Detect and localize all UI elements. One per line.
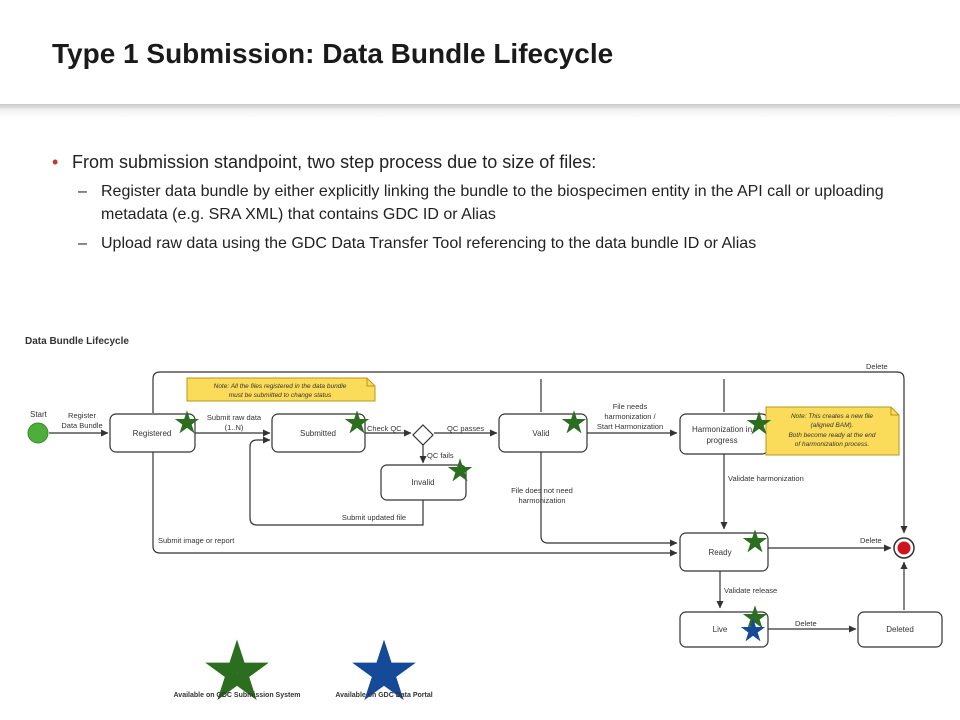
label-validate-release: Validate release [724, 586, 777, 595]
legend-submission-label: Available on GDC Submission System [174, 692, 301, 699]
transition-lines [49, 371, 908, 633]
note-1-line-1: Note: All the files registered in the da… [214, 383, 347, 390]
submit-updated-edge [249, 436, 424, 526]
subbullet-text: Register data bundle by either explicitl… [101, 183, 884, 223]
star-icon [746, 411, 772, 435]
label-file-needs-2: harmonization / [604, 412, 656, 421]
star-icon [352, 639, 416, 701]
note-2-line-1: Note: This creates a new file [791, 413, 873, 420]
label-register-1: Register [68, 411, 96, 420]
label-ready: Ready [708, 548, 731, 557]
subbullet-item: – Register data bundle by either explici… [78, 180, 922, 226]
state-submitted [271, 413, 366, 453]
note-2-line-4: of harmonization process. [795, 441, 870, 448]
star-icon [742, 529, 768, 553]
star-icon [205, 639, 269, 701]
state-boxes [109, 413, 943, 648]
label-qc-fails: QC fails [427, 451, 454, 460]
label-live: Live [713, 625, 728, 634]
diagram-title: Data Bundle Lifecycle [25, 336, 129, 347]
state-invalid [380, 464, 467, 501]
submit-image-edge [152, 452, 678, 557]
state-registered [109, 413, 196, 453]
star-icon [740, 618, 766, 642]
label-submitted: Submitted [300, 429, 336, 438]
label-submit-raw-1: Submit raw data [207, 413, 262, 422]
end-node-core [897, 541, 911, 555]
label-qc-passes: QC passes [447, 424, 484, 433]
label-invalid: Invalid [411, 478, 434, 487]
transition-labels: Register Data Bundle Submit raw data (1.… [61, 362, 887, 628]
bullet-marker: • [52, 152, 59, 172]
label-delete-ready: Delete [860, 536, 882, 545]
star-icon [344, 410, 370, 434]
state-labels: Registered Submitted Valid Harmonization… [133, 425, 914, 634]
label-no-harm-1: File does not need [511, 486, 573, 495]
label-file-needs-3: Start Harmonization [597, 422, 663, 431]
label-file-needs-1: File needs [613, 402, 648, 411]
subbullet-item: – Upload raw data using the GDC Data Tra… [78, 232, 922, 255]
state-harmonization [679, 413, 769, 455]
note-1-line-2: must be submitted to change status [229, 392, 332, 399]
label-validate-harmonization: Validate harmonization [728, 474, 804, 483]
label-registered: Registered [133, 429, 172, 438]
state-ready [679, 532, 769, 572]
submission-star-icons [174, 410, 772, 701]
state-valid [498, 413, 588, 453]
note-1: Note: All the files registered in the da… [186, 377, 376, 402]
start-node [27, 422, 49, 444]
label-delete-live: Delete [795, 619, 817, 628]
star-icon [174, 410, 200, 434]
label-valid: Valid [532, 429, 549, 438]
label-harmonization-1: Harmonization in [692, 425, 752, 434]
label-submit-image: Submit image or report [158, 536, 235, 545]
label-check-qc: Check QC [367, 424, 402, 433]
star-icon [447, 458, 473, 482]
legend-portal-label: Available on GDC Data Portal [335, 692, 432, 699]
bullet-list: • From submission standpoint, two step p… [52, 150, 922, 255]
note-2: Note: This creates a new file (aligned B… [765, 406, 900, 456]
state-deleted [857, 611, 943, 648]
label-submit-raw-2: (1..N) [225, 423, 244, 432]
dash-marker: – [78, 235, 87, 252]
bullet-item: • From submission standpoint, two step p… [52, 150, 922, 174]
portal-star-icons [352, 618, 766, 701]
note-2-line-3: Both become ready at the end [788, 432, 875, 439]
state-live [679, 611, 769, 648]
label-deleted: Deleted [886, 625, 914, 634]
slide-title: Type 1 Submission: Data Bundle Lifecycle [52, 38, 614, 69]
label-no-harm-2: harmonization [518, 496, 565, 505]
start-label: Start [30, 410, 48, 419]
title-divider [0, 104, 960, 118]
dash-marker: – [78, 183, 87, 200]
label-register-2: Data Bundle [61, 421, 102, 430]
qc-decision-node [412, 424, 434, 446]
bullet-text: From submission standpoint, two step pro… [72, 152, 597, 172]
star-icon [742, 605, 768, 629]
end-node [893, 537, 915, 559]
star-icon [561, 410, 587, 434]
label-harmonization-2: progress [706, 436, 737, 445]
delete-top-edge [152, 371, 908, 534]
subbullet-text: Upload raw data using the GDC Data Trans… [101, 235, 757, 252]
label-delete-top: Delete [866, 362, 888, 371]
note-2-line-2: (aligned BAM). [811, 422, 854, 429]
label-submit-updated: Submit updated file [342, 513, 406, 522]
no-harmonization-edge [540, 452, 678, 547]
